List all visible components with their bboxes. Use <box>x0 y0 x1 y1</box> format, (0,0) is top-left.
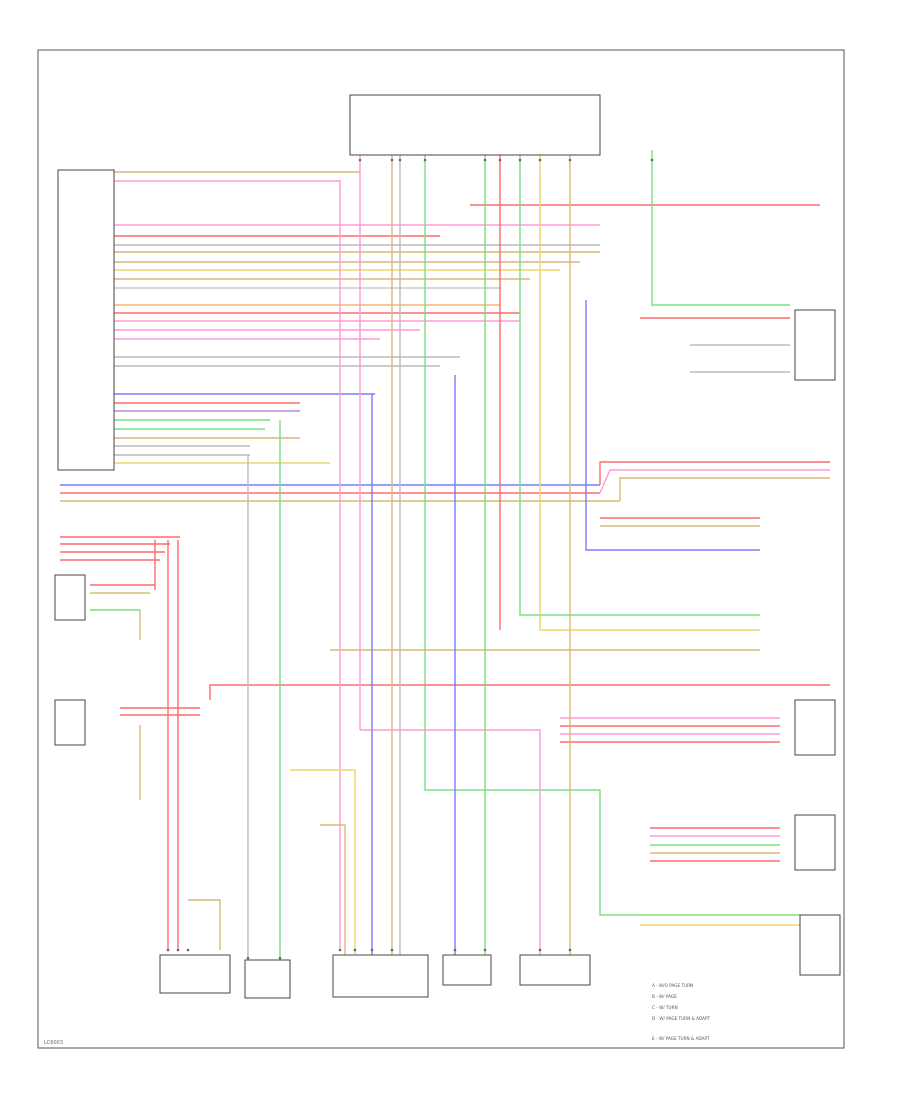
left-harness <box>112 171 600 464</box>
connector-pin <box>176 948 180 952</box>
right-sensor-2 <box>794 699 836 756</box>
diagram-code: LC6003 <box>44 1040 63 1046</box>
legend-item-4: D - W/ PAGE TURN & ADAPT <box>652 1016 711 1021</box>
connector-pin <box>390 948 394 952</box>
connector-pin <box>353 948 357 952</box>
connector-pin <box>338 948 342 952</box>
connector-pin <box>518 158 522 162</box>
connector-pins <box>166 158 654 960</box>
connector-pin <box>650 158 654 162</box>
right-harness <box>60 150 830 926</box>
bottom-module-3 <box>332 954 429 998</box>
right-sensor-3 <box>794 814 836 871</box>
connector-pin <box>398 158 402 162</box>
electrical-seat-module-2 <box>54 699 86 746</box>
connector-pin <box>483 948 487 952</box>
bottom-module-2 <box>244 959 291 999</box>
legend-item-2: B - W/ PAGE <box>652 994 677 999</box>
connector-pin <box>483 158 487 162</box>
bottom-module-5 <box>519 954 591 986</box>
connector-pin <box>186 948 190 952</box>
legend-item-5: E - W/ PAGE TURN & ADAPT <box>652 1036 710 1041</box>
connector-pin <box>370 948 374 952</box>
right-sensor-4 <box>799 914 841 976</box>
legend: A - W/O PAGE TURN B - W/ PAGE C - W/ TUR… <box>652 983 711 1041</box>
legend-item-3: C - W/ TURN <box>652 1005 678 1010</box>
legend-item-1: A - W/O PAGE TURN <box>652 983 693 988</box>
connector-pin <box>246 956 250 960</box>
connector-pin <box>358 158 362 162</box>
bottom-module-1 <box>159 954 231 994</box>
bottom-module-4 <box>442 954 492 986</box>
left-control-module <box>57 169 115 471</box>
connector-pin <box>538 158 542 162</box>
diagram-border <box>37 49 845 1049</box>
right-sensor-1 <box>794 309 836 381</box>
connector-pin <box>423 158 427 162</box>
connector-pin <box>498 158 502 162</box>
connector-pin <box>453 948 457 952</box>
connector-pin <box>390 158 394 162</box>
fuse-block-top <box>349 94 601 156</box>
vertical-wires <box>60 110 571 960</box>
connector-pin <box>278 956 282 960</box>
connector-pin <box>568 158 572 162</box>
connector-pin <box>568 948 572 952</box>
connector-pin <box>538 948 542 952</box>
connector-pin <box>166 948 170 952</box>
electrical-seat-module <box>54 574 86 621</box>
components <box>54 94 841 999</box>
